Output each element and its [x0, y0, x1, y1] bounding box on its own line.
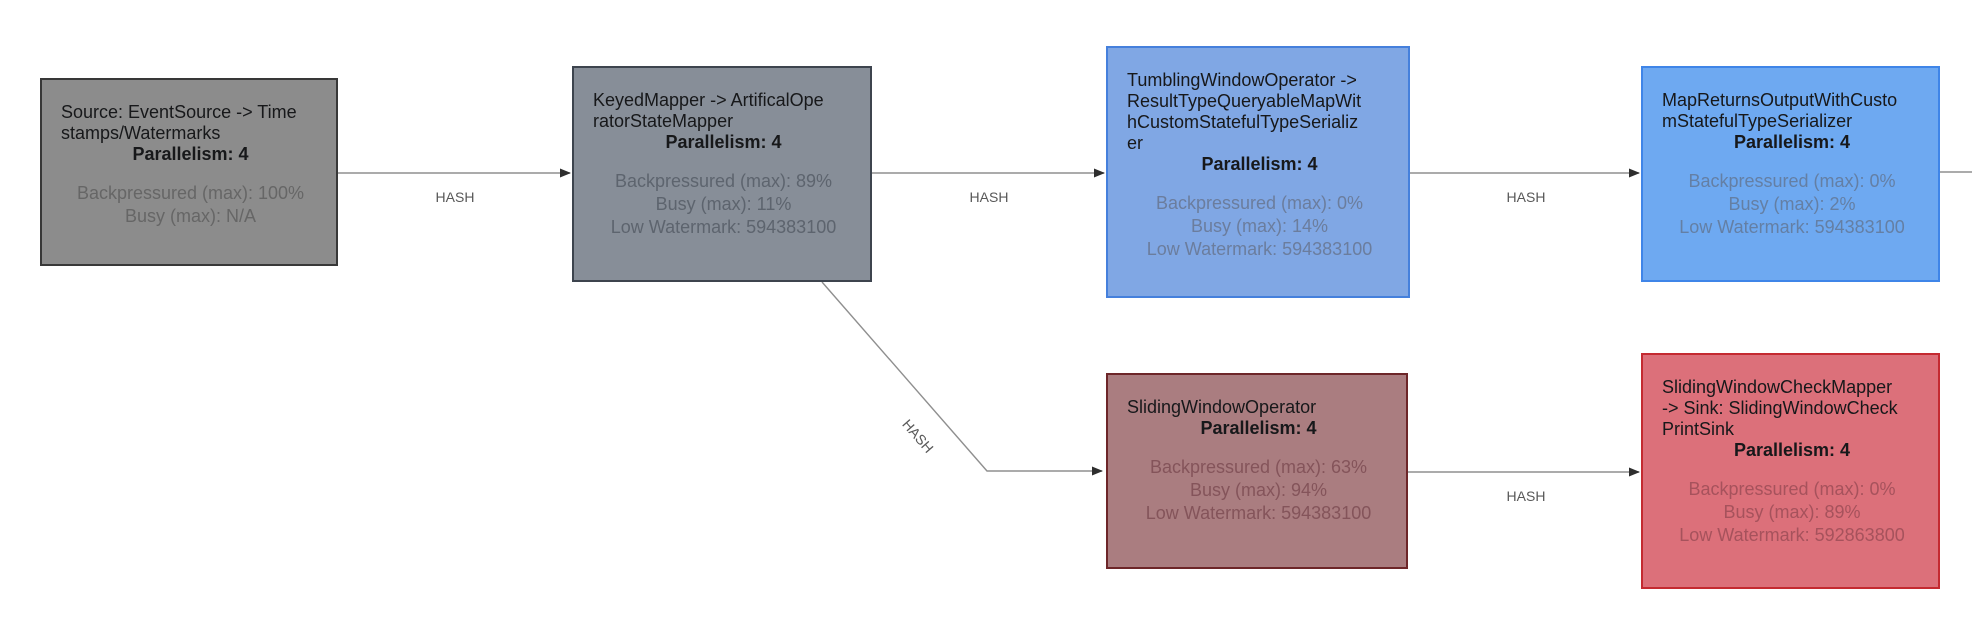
operator-name: TumblingWindowOperator -> ResultTypeQuer… — [1127, 70, 1392, 154]
operator-name-line: SlidingWindowOperator — [1127, 397, 1317, 417]
operator-node-slidingwindow[interactable]: SlidingWindowOperator Parallelism: 4 Bac… — [1106, 373, 1408, 569]
low-watermark-metric: Low Watermark: 594383100 — [1679, 217, 1905, 237]
node-metrics: Backpressured (max): 0% Busy (max): 14% … — [1127, 192, 1392, 261]
node-metrics: Backpressured (max): 0% Busy (max): 2% L… — [1662, 170, 1922, 239]
node-metrics: Backpressured (max): 100% Busy (max): N/… — [61, 182, 320, 228]
backpressured-metric: Backpressured (max): 100% — [76, 183, 305, 203]
edge-label-hash: HASH — [1506, 189, 1546, 205]
operator-name: SlidingWindowCheckMapper -> Sink: Slidin… — [1662, 377, 1922, 440]
operator-name-line: MapReturnsOutputWithCusto — [1662, 90, 1898, 110]
operator-name-line: -> Sink: SlidingWindowCheck — [1662, 398, 1898, 418]
operator-node-tumblingwindow[interactable]: TumblingWindowOperator -> ResultTypeQuer… — [1106, 46, 1410, 298]
busy-metric: Busy (max): 2% — [1728, 194, 1856, 214]
operator-name-line: Source: EventSource -> Time — [61, 102, 297, 122]
busy-metric: Busy (max): 11% — [655, 194, 792, 214]
operator-name: KeyedMapper -> ArtificalOpe ratorStateMa… — [593, 90, 854, 132]
backpressured-metric: Backpressured (max): 0% — [1155, 193, 1364, 213]
backpressured-metric: Backpressured (max): 89% — [614, 171, 833, 191]
busy-metric: Busy (max): 89% — [1723, 502, 1861, 522]
node-metrics: Backpressured (max): 89% Busy (max): 11%… — [593, 170, 854, 239]
node-metrics: Backpressured (max): 0% Busy (max): 89% … — [1662, 478, 1922, 547]
edge-label-hash: HASH — [969, 189, 1009, 205]
parallelism-label: Parallelism: 4 — [1733, 132, 1851, 152]
operator-node-keyedmapper[interactable]: KeyedMapper -> ArtificalOpe ratorStateMa… — [572, 66, 872, 282]
operator-node-slidingwindowcheck-sink[interactable]: SlidingWindowCheckMapper -> Sink: Slidin… — [1641, 353, 1940, 589]
operator-name: MapReturnsOutputWithCusto mStatefulTypeS… — [1662, 90, 1922, 132]
busy-metric: Busy (max): N/A — [124, 206, 257, 226]
low-watermark-metric: Low Watermark: 594383100 — [1145, 503, 1372, 523]
parallelism-label: Parallelism: 4 — [132, 144, 249, 164]
operator-name-line: PrintSink — [1662, 419, 1735, 439]
operator-name: SlidingWindowOperator — [1127, 397, 1390, 418]
operator-name-line: stamps/Watermarks — [61, 123, 221, 143]
busy-metric: Busy (max): 14% — [1190, 216, 1329, 236]
parallelism-label: Parallelism: 4 — [665, 132, 782, 152]
operator-name-line: ratorStateMapper — [593, 111, 734, 131]
backpressured-metric: Backpressured (max): 63% — [1149, 457, 1368, 477]
operator-name: Source: EventSource -> Time stamps/Water… — [61, 102, 320, 144]
operator-name-line: hCustomStatefulTypeSerializ — [1127, 112, 1359, 132]
parallelism-label: Parallelism: 4 — [1201, 154, 1318, 174]
operator-name-line: ResultTypeQueryableMapWit — [1127, 91, 1362, 111]
operator-name-line: KeyedMapper -> ArtificalOpe — [593, 90, 824, 110]
parallelism-label: Parallelism: 4 — [1200, 418, 1317, 438]
operator-node-mapreturns[interactable]: MapReturnsOutputWithCusto mStatefulTypeS… — [1641, 66, 1940, 282]
backpressured-metric: Backpressured (max): 0% — [1688, 479, 1896, 499]
busy-metric: Busy (max): 94% — [1189, 480, 1328, 500]
low-watermark-metric: Low Watermark: 594383100 — [610, 217, 837, 237]
edge-keyedmapper-to-slidingwindow — [821, 281, 1103, 476]
low-watermark-metric: Low Watermark: 594383100 — [1146, 239, 1373, 259]
parallelism-label: Parallelism: 4 — [1733, 440, 1851, 460]
low-watermark-metric: Low Watermark: 592863800 — [1679, 525, 1905, 545]
operator-node-source[interactable]: Source: EventSource -> Time stamps/Water… — [40, 78, 338, 266]
edge-label-hash: HASH — [1506, 488, 1546, 504]
edge-label-hash: HASH — [435, 189, 475, 205]
operator-name-line: SlidingWindowCheckMapper — [1662, 377, 1893, 397]
operator-name-line: er — [1127, 133, 1144, 153]
operator-name-line: TumblingWindowOperator -> — [1127, 70, 1357, 90]
operator-name-line: mStatefulTypeSerializer — [1662, 111, 1853, 131]
backpressured-metric: Backpressured (max): 0% — [1688, 171, 1896, 191]
node-metrics: Backpressured (max): 63% Busy (max): 94%… — [1127, 456, 1390, 525]
